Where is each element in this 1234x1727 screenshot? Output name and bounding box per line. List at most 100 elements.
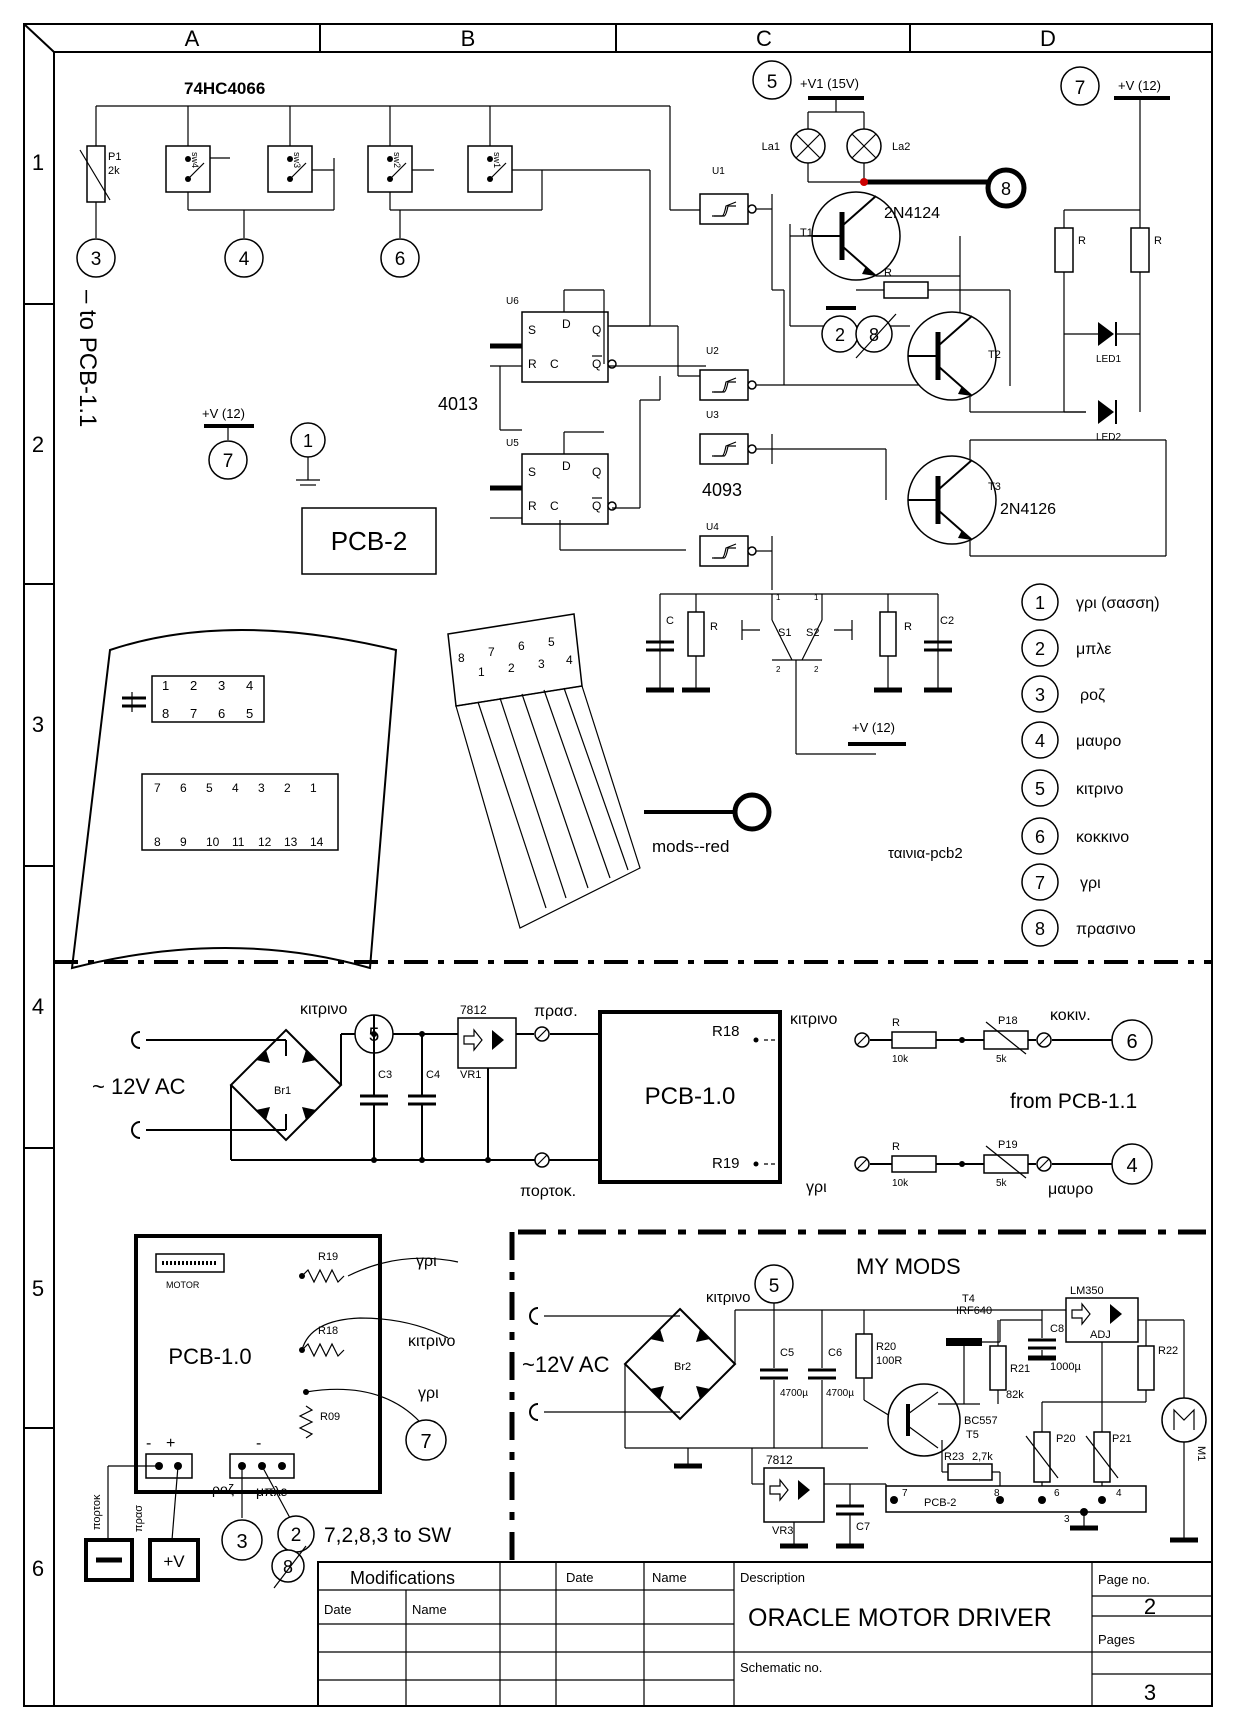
row-label-2: 2 [32, 432, 44, 457]
svg-text:mods--red: mods--red [652, 837, 729, 856]
pcb-1-0-box: PCB-1.0 R18 R19 [598, 1010, 782, 1184]
svg-text:MOTOR: MOTOR [166, 1280, 200, 1290]
svg-text:T1: T1 [800, 227, 813, 239]
svg-text:4700µ: 4700µ [780, 1388, 808, 1399]
svg-text:LED2: LED2 [1096, 432, 1121, 443]
flipflop-u5 [521, 453, 617, 525]
svg-text:+: + [166, 1435, 175, 1452]
svg-text:1: 1 [310, 781, 317, 795]
svg-text:7812: 7812 [766, 1453, 793, 1467]
svg-text:11: 11 [232, 835, 245, 849]
switch-s1-s2-network: C S1 1 2 S2 1 2 C2 R R [644, 593, 954, 755]
supply-12v-left: +V (12) 7 [202, 406, 254, 480]
analog-switch-sw2 [367, 145, 413, 193]
svg-text:PCB-2: PCB-2 [331, 526, 408, 556]
transistor-t2 [908, 312, 996, 400]
drawing-title: ORACLE MOTOR DRIVER [748, 1604, 1052, 1632]
svg-text:8: 8 [994, 1488, 1000, 1499]
analog-switch-sw4 [165, 145, 211, 193]
svg-text:P18: P18 [998, 1015, 1018, 1027]
svg-text:-: - [146, 1435, 151, 1452]
led-2: LED2 [1096, 400, 1121, 443]
svg-text:7812: 7812 [460, 1003, 487, 1017]
svg-text:R22: R22 [1158, 1345, 1178, 1357]
row-label-1: 1 [32, 150, 44, 175]
row-label-3: 3 [32, 712, 44, 737]
svg-text:3: 3 [1144, 1680, 1156, 1705]
svg-text:2N4124: 2N4124 [884, 205, 940, 222]
col-label-a: A [185, 26, 200, 51]
row-label-5: 5 [32, 1276, 44, 1301]
svg-text:1: 1 [814, 593, 819, 602]
svg-text:6: 6 [395, 249, 406, 270]
svg-text:4: 4 [1126, 1155, 1137, 1177]
wire-connector-2-top: 2 [821, 315, 859, 353]
svg-text:U3: U3 [706, 410, 719, 421]
svg-text:14: 14 [310, 835, 324, 849]
resistor-led2 [1130, 227, 1150, 273]
supply-12v-switches: +V (12) [848, 720, 906, 746]
svg-text:2: 2 [291, 1525, 302, 1546]
svg-text:7: 7 [223, 451, 234, 472]
svg-text:3: 3 [91, 249, 102, 270]
svg-text:7: 7 [488, 645, 495, 659]
svg-text:R18: R18 [318, 1325, 338, 1337]
svg-text:12: 12 [258, 835, 272, 849]
ribbon-cable: 8 7 6 5 1 2 3 4 [447, 613, 641, 929]
svg-text:T5: T5 [966, 1429, 979, 1441]
svg-text:5k: 5k [996, 1178, 1008, 1189]
svg-text:R23: R23 [944, 1451, 964, 1463]
svg-text:2: 2 [284, 781, 291, 795]
svg-text:4: 4 [232, 781, 239, 795]
svg-text:γρι: γρι [1080, 875, 1101, 892]
svg-text:Name: Name [412, 1602, 447, 1617]
supply-circuit-pcb1: ~ 12V AC Br1 5 κιτρινο C3 C4 7812 VR1 [92, 1001, 601, 1200]
svg-text:γρι: γρι [416, 1253, 437, 1270]
svg-text:8: 8 [283, 1557, 293, 1577]
svg-text:7: 7 [420, 1431, 431, 1453]
svg-text:κιτρινο: κιτρινο [790, 1011, 838, 1028]
svg-text:Modifications: Modifications [350, 1568, 455, 1588]
svg-text:6: 6 [180, 781, 187, 795]
svg-text:P21: P21 [1112, 1433, 1132, 1445]
svg-text:U5: U5 [506, 438, 519, 449]
svg-text:C7: C7 [856, 1521, 870, 1533]
wire-connector-8-crossed: 8 [855, 313, 897, 359]
svg-text:T2: T2 [988, 349, 1001, 361]
svg-text:7: 7 [190, 706, 197, 721]
svg-text:PCB-1.0: PCB-1.0 [645, 1083, 736, 1110]
svg-text:μαυρο: μαυρο [1076, 733, 1121, 750]
svg-text:+V: +V [163, 1552, 185, 1571]
svg-text:Description: Description [740, 1570, 805, 1585]
ribbon-pcb2-label: ταινια-pcb2 [888, 845, 963, 862]
svg-text:κιτρινο: κιτρινο [408, 1333, 456, 1350]
resistor-led1 [1054, 227, 1074, 273]
svg-text:R: R [884, 267, 892, 279]
svg-text:8: 8 [154, 835, 161, 849]
svg-text:Pages: Pages [1098, 1632, 1135, 1647]
svg-text:5: 5 [246, 706, 253, 721]
my-mods-section: MY MODS ~12V AC Br2 5 κιτρινο C5 4700µ C… [509, 1229, 1212, 1570]
svg-text:R21: R21 [1010, 1363, 1030, 1375]
svg-text:Date: Date [566, 1570, 593, 1585]
lamp-la2: La2 [846, 128, 910, 164]
svg-text:VR3: VR3 [772, 1525, 793, 1537]
svg-text:γρι (σασση): γρι (σασση) [1076, 595, 1160, 612]
svg-text:ADJ: ADJ [1090, 1329, 1111, 1341]
svg-text:ροζ: ροζ [1080, 687, 1105, 704]
r18-r19-wiring: κιτρινο γρι R 10k R 10k P18 5k P19 5k κο… [764, 1007, 1153, 1198]
svg-text:S2: S2 [806, 627, 819, 639]
svg-text:γρι: γρι [418, 1385, 439, 1402]
svg-text:R09: R09 [320, 1411, 340, 1423]
svg-text:3: 3 [538, 657, 545, 671]
supply-12v-right: 7 +V (12) [1060, 66, 1170, 106]
svg-text:5: 5 [769, 1276, 780, 1297]
svg-text:8: 8 [458, 651, 465, 665]
supply-15v: 5 +V1 (15V) [752, 60, 864, 113]
svg-text:3: 3 [1064, 1514, 1070, 1525]
switch-ic-label: 74HC4066 [184, 79, 265, 98]
svg-text:13: 13 [284, 835, 298, 849]
from-pcb-1-1-label: from PCB-1.1 [1010, 1090, 1137, 1113]
svg-text:R: R [892, 1017, 900, 1029]
